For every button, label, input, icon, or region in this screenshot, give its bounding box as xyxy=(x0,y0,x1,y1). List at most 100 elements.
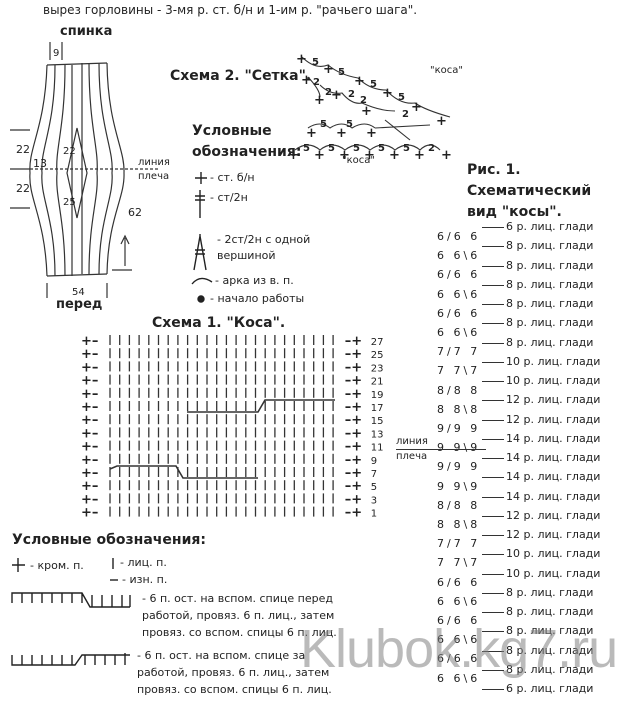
row-leader-line xyxy=(482,496,504,498)
row-leader-line xyxy=(482,438,504,440)
edge-stitch-right: –+ xyxy=(345,492,362,507)
stitch-count: 2 xyxy=(325,87,332,98)
row-label: 8 р. лиц. глади xyxy=(506,662,594,676)
row-number: 25 xyxy=(371,350,384,361)
cable-row: 9/9 9 xyxy=(437,422,481,435)
sc-symbol: + xyxy=(389,148,400,163)
stitch-count: 5 xyxy=(346,119,353,130)
sc-symbol: + xyxy=(336,126,347,141)
row-label: 8 р. лиц. глади xyxy=(506,643,594,657)
edge-stitch-right: –+ xyxy=(345,347,362,362)
row-label: 8 р. лиц. глади xyxy=(506,605,594,618)
cable-row: 6 6\6 xyxy=(437,671,481,685)
row-leader-line xyxy=(482,689,504,690)
legend-title-1: Условные xyxy=(192,123,272,139)
row-number: 21 xyxy=(371,377,384,388)
dim-inner-lower: 25 xyxy=(63,197,76,208)
sc-symbol: + xyxy=(441,148,452,163)
row-label: 14 р. лиц. глади xyxy=(506,489,601,503)
legend2-title: Условные обозначения: xyxy=(12,532,206,548)
row-leader-line xyxy=(482,419,504,421)
neckline-note: вырез горловины - 3-мя р. ст. б/н и 1-им… xyxy=(43,3,418,17)
row-leader-line xyxy=(482,573,504,575)
dim-inner-upper: 22 xyxy=(63,146,76,157)
row-number: 7 xyxy=(371,469,377,480)
row-leader-line xyxy=(482,227,504,228)
edge-stitch-right: –+ xyxy=(345,453,362,468)
cable-row: 6 6\6 xyxy=(437,326,481,339)
row-label: 8 р. лиц. глади xyxy=(506,335,594,349)
row-leader-line xyxy=(482,304,504,305)
legend-start: - начало работы xyxy=(210,292,305,305)
cable-row: 6/6 6 xyxy=(437,652,481,666)
row-label: 10 р. лиц. глади xyxy=(506,566,601,580)
kosa-bottom-label: "коса" xyxy=(342,155,375,165)
row-label: 6 р. лиц. глади xyxy=(506,682,594,695)
row-number: 11 xyxy=(371,443,384,454)
row-label: 14 р. лиц. глади xyxy=(506,431,601,445)
row-label: 8 р. лиц. глади xyxy=(506,585,594,599)
stitch-count: 5 xyxy=(378,143,385,154)
row-label: 14 р. лиц. глади xyxy=(506,451,601,464)
scheme2-title: Схема 2. "Сетка". xyxy=(170,68,312,84)
legend2-cable-back-3: провяз. со вспом. спицы 6 п. лиц. xyxy=(137,683,332,696)
row-label: 8 р. лиц. глади xyxy=(506,297,594,310)
cable-row: 9 9\9 xyxy=(437,479,481,493)
row-number: 17 xyxy=(371,403,384,414)
row-number: 23 xyxy=(371,363,384,374)
legend-title-2: обозначения: xyxy=(192,144,302,160)
scheme1-title: Схема 1. "Коса". xyxy=(152,315,286,331)
edge-stitch-right: –+ xyxy=(345,413,362,428)
sc-symbol: + xyxy=(436,114,447,129)
front-label: перед xyxy=(56,297,103,312)
row-number: 15 xyxy=(371,416,384,427)
cable-row: 6/6 6 xyxy=(437,268,481,282)
cable-cross-lower xyxy=(109,465,258,479)
garment-schematic: 22 22 13 22 25 9 линия плеча 62 54 xyxy=(10,42,170,298)
cable-cross-upper xyxy=(187,399,335,413)
edge-stitch-left: +– xyxy=(81,492,98,507)
legend2-cable-front-2: работой, провяз. 6 п. лиц., затем xyxy=(142,609,335,622)
row-leader-line xyxy=(482,265,504,267)
cable-row: 8/8 8 xyxy=(437,383,481,397)
stitch-count: 5 xyxy=(320,119,327,130)
cable-row: 8 8\8 xyxy=(437,402,481,416)
row-label: 12 р. лиц. глади xyxy=(506,412,601,426)
edge-stitch-right: –+ xyxy=(345,387,362,402)
stitch-count: 5 xyxy=(398,92,405,103)
row-leader-line xyxy=(482,535,504,536)
start-dot-icon xyxy=(197,295,205,303)
legend2-cable-back-1: - 6 п. ост. на вспом. спице за xyxy=(137,649,306,662)
scheme1-chart: +––+27+––+25+––+23+––+21+––+19+––+17+––+… xyxy=(81,334,384,520)
legend-arc: - арка из в. п. xyxy=(215,274,294,287)
sc-symbol: + xyxy=(382,86,393,101)
sc-symbol: + xyxy=(301,73,312,88)
sc-symbol: + xyxy=(366,126,377,141)
row-leader-line xyxy=(482,592,504,594)
stitch-count: 5 xyxy=(328,143,335,154)
row-leader-line xyxy=(482,342,504,344)
row-number: 3 xyxy=(371,495,377,506)
cable-row: 6 6\6 xyxy=(437,594,481,608)
dc-icon xyxy=(195,190,205,218)
fig1-shoulder-line xyxy=(396,449,486,450)
kosa-top-label: "коса" xyxy=(430,65,463,76)
edge-stitch-right: –+ xyxy=(345,400,362,415)
row-leader-line xyxy=(482,650,504,652)
edge-stitch-right: –+ xyxy=(345,440,362,455)
sc-symbol: + xyxy=(314,148,325,163)
edge-stitch-right: –+ xyxy=(345,466,362,481)
edge-stitch-left: +– xyxy=(81,360,98,375)
edge-stitch-left: +– xyxy=(81,413,98,428)
cable-row: 7/7 7 xyxy=(437,345,481,359)
row-label: 12 р. лиц. глади xyxy=(506,393,601,407)
row-number: 19 xyxy=(371,390,384,401)
legend2-symbols xyxy=(11,558,131,666)
edge-stitch-left: +– xyxy=(81,453,98,468)
cable-row: 6/6 6 xyxy=(437,230,481,243)
cable-row: 9/9 9 xyxy=(437,460,481,474)
stitch-count: 5 xyxy=(303,143,310,154)
row-leader-line xyxy=(482,400,504,402)
